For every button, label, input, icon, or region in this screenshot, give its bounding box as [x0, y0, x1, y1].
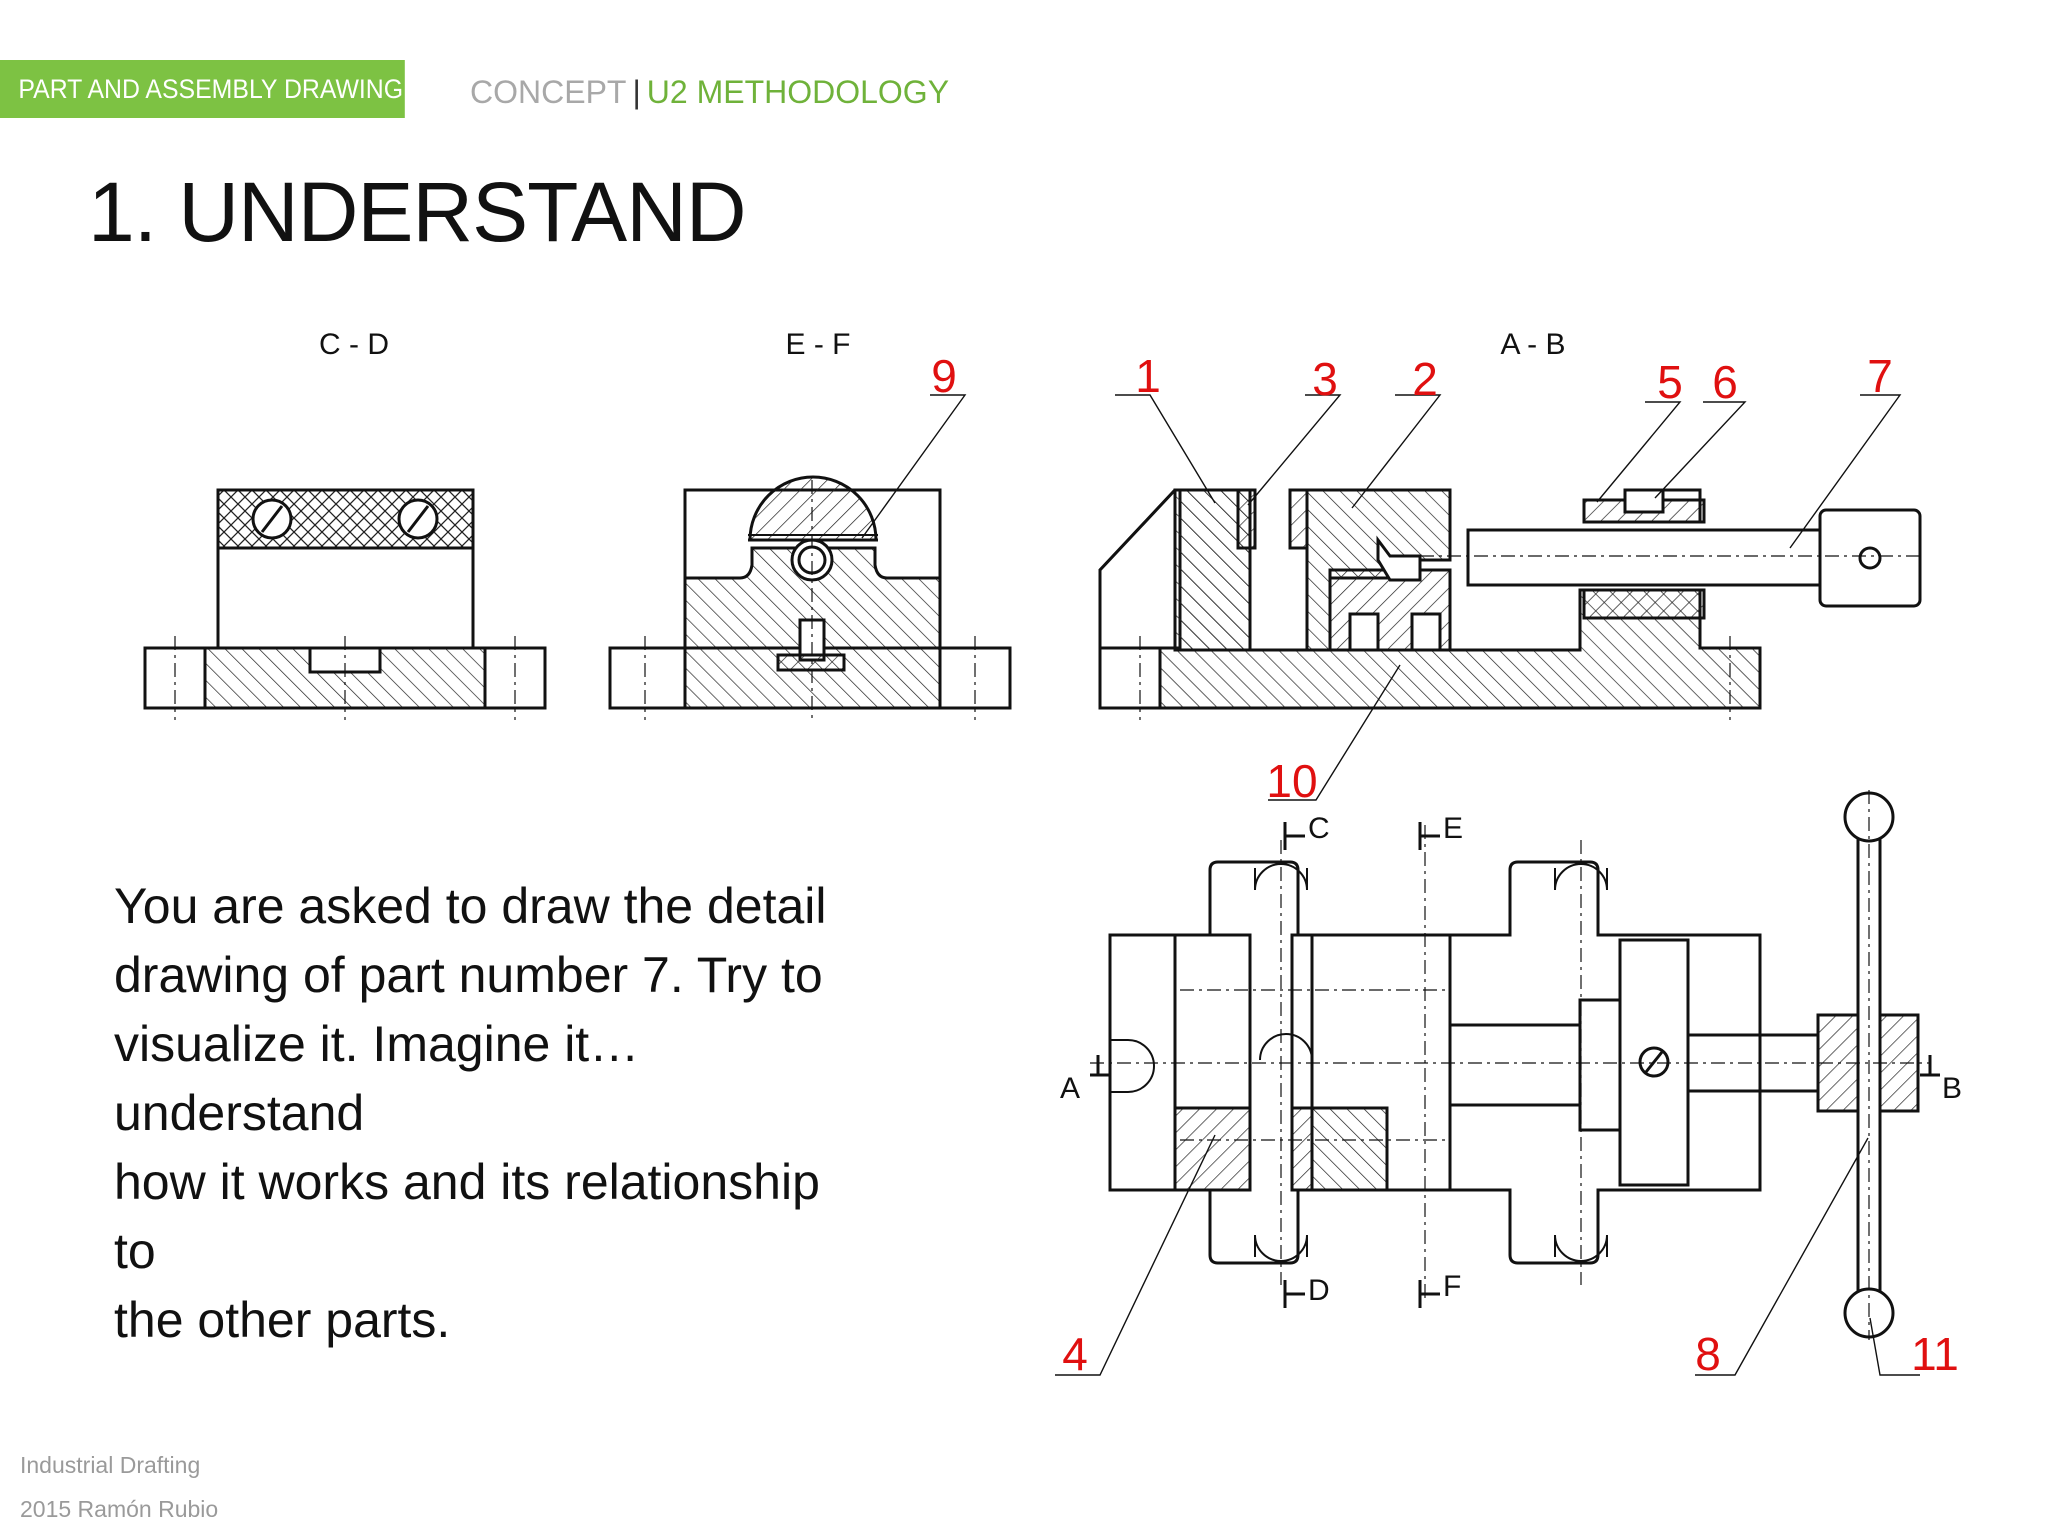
footer-author: 2015 Ramón Rubio — [20, 1496, 219, 1522]
view-cd — [143, 488, 547, 720]
callout-3: 3 — [1312, 353, 1338, 405]
footer-course: Industrial Drafting — [20, 1452, 201, 1478]
top-view — [1090, 790, 1940, 1340]
section-tag: PART AND ASSEMBLY DRAWING — [0, 60, 405, 118]
callout-2: 2 — [1412, 353, 1438, 405]
breadcrumb-separator: | — [632, 74, 641, 110]
callout-4: 4 — [1062, 1328, 1088, 1380]
callout-9: 9 — [931, 350, 957, 402]
callout-11: 11 — [1911, 1328, 1959, 1380]
callout-1: 1 — [1135, 350, 1161, 402]
callout-8: 8 — [1695, 1328, 1721, 1380]
callout-6: 6 — [1712, 356, 1738, 408]
view-label-ef: E - F — [786, 328, 851, 361]
callout-5: 5 — [1657, 356, 1683, 408]
instruction-text: You are asked to draw the detail drawing… — [114, 878, 827, 1348]
view-ab — [1098, 488, 1922, 720]
section-letter-a: A — [1060, 1072, 1080, 1105]
section-letter-e: E — [1443, 812, 1463, 845]
callout-7: 7 — [1867, 350, 1893, 402]
breadcrumb: CONCEPT|U2 METHODOLOGY — [470, 72, 949, 112]
leader-lines — [861, 394, 1920, 1376]
breadcrumb-methodology: U2 METHODOLOGY — [646, 74, 950, 110]
view-ef — [608, 475, 1012, 720]
section-letter-b: B — [1942, 1072, 1962, 1105]
section-letter-d: D — [1308, 1274, 1330, 1307]
section-letter-f: F — [1443, 1270, 1461, 1303]
view-label-ab: A - B — [1500, 328, 1565, 361]
breadcrumb-concept: CONCEPT — [470, 74, 627, 110]
page-title: 1. UNDERSTAND — [88, 165, 747, 259]
section-letter-c: C — [1308, 812, 1330, 845]
callout-10: 10 — [1266, 755, 1317, 807]
view-label-cd: C - D — [319, 328, 389, 361]
